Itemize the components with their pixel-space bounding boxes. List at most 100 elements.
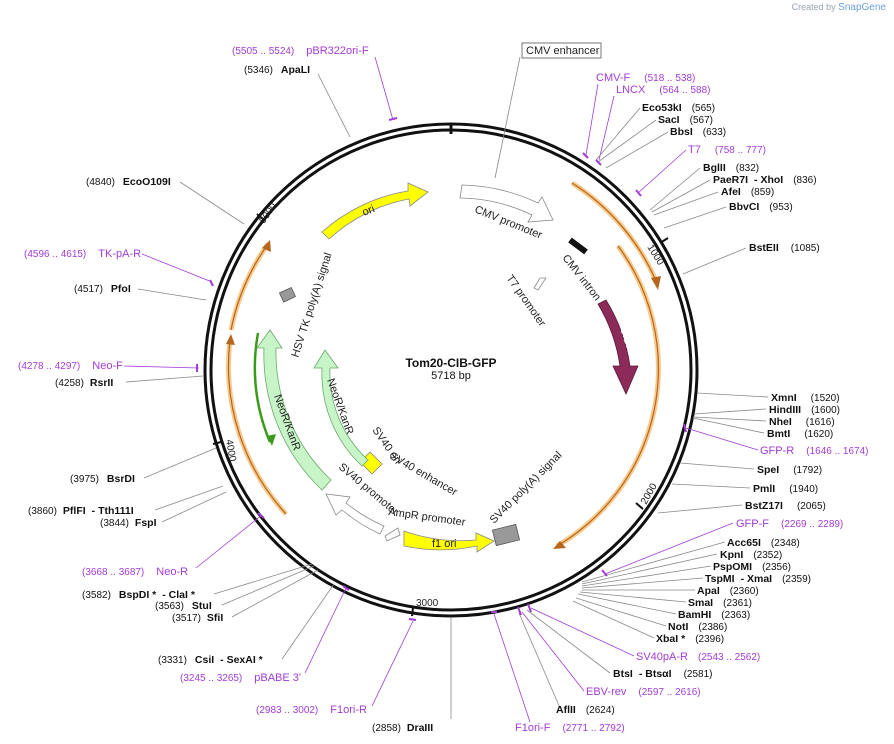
site-apali: (5346)ApaLI xyxy=(244,64,310,76)
tick-4000 xyxy=(212,441,222,445)
primer-mark-gfpr xyxy=(683,423,687,433)
tick-3000 xyxy=(411,607,414,617)
plasmid-name: Tom20-CIB-GFP xyxy=(405,356,496,370)
site-paer7i: PaeR7I- XhoI(836) xyxy=(713,174,817,186)
leader-lines xyxy=(123,56,769,723)
site-bbvci: BbvCI(953) xyxy=(729,201,793,213)
leader-rsrii xyxy=(125,375,204,383)
sv40-polya-box xyxy=(491,523,521,547)
leader-hindiii xyxy=(693,408,767,415)
leader-apali xyxy=(317,73,351,138)
cmv-enhancer-leader xyxy=(494,56,521,179)
leader-bbvci xyxy=(663,206,727,229)
cmv-enhancer-box xyxy=(521,42,602,59)
leader-saci xyxy=(597,119,657,163)
primer-marks xyxy=(196,117,687,621)
site-bspdi: (3582)BspDI *- ClaI * xyxy=(82,589,196,601)
neo-orf-arrowhead xyxy=(226,334,235,345)
leader-aflii xyxy=(518,612,561,709)
leader-pflfi xyxy=(154,485,224,511)
site-stui: (3563)StuI xyxy=(155,600,212,612)
site-hindiii: HindIII(1600) xyxy=(769,404,840,416)
tick-2000 xyxy=(635,502,644,510)
green-orf-arrowhead xyxy=(267,434,276,446)
leader-sfii xyxy=(231,569,319,618)
site-sfii: (3517)SfiI xyxy=(172,612,223,624)
primer-mark-f1orir xyxy=(408,618,417,621)
primer-mark-ebvrev xyxy=(517,606,522,616)
site-ecoo109i: (4840)EcoO109I xyxy=(86,176,171,188)
tick-5000 xyxy=(256,213,264,220)
leader-bstz17i xyxy=(657,504,743,514)
leader-lncx xyxy=(598,95,615,161)
orf-track-green-inner xyxy=(253,332,272,443)
leader-kpni xyxy=(581,553,718,585)
leader-xbai xyxy=(572,600,655,639)
hsv-tk-box xyxy=(278,286,296,303)
leader-noti xyxy=(575,597,667,627)
leader-bsrdi xyxy=(143,447,217,479)
leader-pfoi xyxy=(137,288,207,301)
cibn-arrow xyxy=(597,299,639,395)
primer-ebvrev: EBV-rev(2597 .. 2616) xyxy=(586,686,701,698)
site-aflii: AflII(2624) xyxy=(556,704,615,716)
primer-f1orir: (2983 .. 3002)F1ori-R xyxy=(256,704,367,716)
gfp-orf-arrowhead xyxy=(553,541,566,549)
site-pflfi: (3860)PflFI- Tth111I xyxy=(28,505,134,517)
site-pfoi: (4517)PfoI xyxy=(74,283,131,295)
cmv-intron-bar xyxy=(568,237,588,255)
leader-tkpar xyxy=(141,253,213,283)
leader-t7 xyxy=(637,149,687,194)
leader-btsi xyxy=(526,609,611,674)
leader-gfpf xyxy=(604,522,734,575)
site-bmti: BmtI(1620) xyxy=(767,428,833,440)
site-bamhi: BamHI(2363) xyxy=(678,609,750,621)
features: ori CMV promoter CMV intron T7 promoter … xyxy=(256,42,639,553)
t7-promoter-arrow xyxy=(533,277,547,291)
site-bsrdi: (3975)BsrDI xyxy=(70,473,135,485)
site-bglii: BglII(832) xyxy=(703,162,759,174)
site-tspmi: TspMI- XmaI(2359) xyxy=(705,573,811,585)
primer-labels: CMV-F(518 .. 538) LNCX(564 .. 588) T7(75… xyxy=(18,45,869,734)
tick-1000 xyxy=(659,237,669,244)
primer-tkpar: (4596 .. 4615)TK-pA-R xyxy=(24,248,141,260)
leader-bamhi xyxy=(577,593,677,615)
orf-track-hsv xyxy=(228,242,271,331)
backbone xyxy=(203,122,699,618)
site-bstz17i: BstZ17I(2065) xyxy=(745,500,826,512)
site-noti: NotI(2386) xyxy=(668,621,727,633)
neokan-outer-arrow xyxy=(256,329,332,491)
leader-fspi xyxy=(161,491,227,523)
primer-cmvf: CMV-F(518 .. 538) xyxy=(596,72,695,84)
site-nhei: NheI(1616) xyxy=(769,416,835,428)
sv40-polya-label: SV40 poly(A) signal xyxy=(488,449,565,526)
primer-neof: (4278 .. 4297)Neo-F xyxy=(18,360,123,372)
ampr-promoter-arrow xyxy=(384,527,401,542)
site-bsteii: BstEII(1085) xyxy=(749,242,820,254)
leader-sv40par xyxy=(530,607,635,657)
leader-f1orif xyxy=(493,613,531,723)
leader-bsteii xyxy=(682,247,747,275)
sv40-promoter-arrow xyxy=(325,493,385,535)
site-kpni: KpnI(2352) xyxy=(720,549,782,561)
orf-track-cibn-outer xyxy=(570,180,659,282)
tick-label-3000: 3000 xyxy=(416,598,439,609)
site-apai: ApaI(2360) xyxy=(697,585,759,597)
leader-cmvf xyxy=(585,83,599,156)
primer-lncx: LNCX(564 .. 588) xyxy=(616,84,711,96)
site-eco53ki: Eco53kI(565) xyxy=(642,102,715,114)
site-bbsi: BbsI(633) xyxy=(670,126,726,138)
site-pmli: PmlI(1940) xyxy=(753,483,818,495)
leader-smai xyxy=(579,591,687,603)
primer-pbabe: (3245 .. 3265)pBABE 3' xyxy=(180,672,301,684)
snapgene-credit: Created by SnapGene xyxy=(792,2,886,13)
leader-pmli xyxy=(671,483,751,489)
site-afei: AfeI(859) xyxy=(721,186,774,198)
primer-mark-gfpf xyxy=(601,569,608,577)
primer-sv40par: SV40pA-R(2543 .. 2562) xyxy=(636,651,760,663)
leader-bglii xyxy=(649,167,701,211)
site-rsrii: (4258)RsrII xyxy=(55,377,113,389)
f1-ori-label: f1 ori xyxy=(432,538,456,550)
leader-ecoo109i xyxy=(179,181,245,225)
f1-ori-arrow xyxy=(403,530,495,553)
